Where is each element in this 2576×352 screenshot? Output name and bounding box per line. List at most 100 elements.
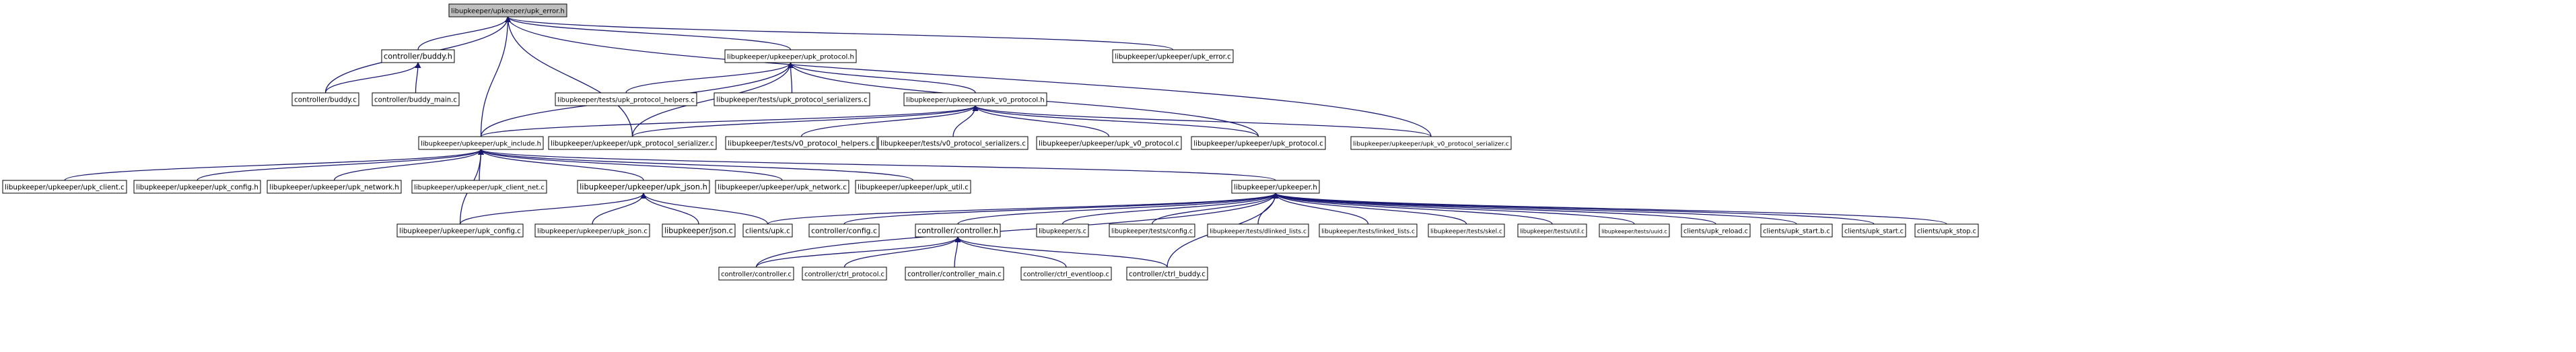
- node-box: [1914, 223, 1979, 238]
- node-box: [808, 223, 880, 238]
- graph-node[interactable]: controller/controller.h: [915, 223, 1001, 238]
- edge-line: [64, 149, 484, 181]
- graph-node[interactable]: libupkeeper/s.c: [1036, 223, 1089, 238]
- graph-node[interactable]: libupkeeper/upkeeper/upk_client_net.c: [411, 180, 547, 194]
- graph-node[interactable]: controller/ctrl_buddy.c: [1126, 267, 1208, 281]
- graph-node[interactable]: libupkeeper/upkeeper/upk_v0_protocol.c: [1036, 136, 1182, 150]
- graph-node[interactable]: controller/config.c: [808, 223, 880, 238]
- graph-node[interactable]: controller/ctrl_protocol.c: [802, 267, 887, 281]
- node-label: controller/ctrl_eventloop.c: [1023, 271, 1109, 279]
- graph-node[interactable]: libupkeeper/upkeeper/upk_config.h: [133, 180, 261, 194]
- graph-node[interactable]: libupkeeper/upkeeper/upk_v0_protocol_ser…: [1350, 136, 1512, 150]
- edge-n8-n14: [972, 105, 1259, 137]
- edge-line: [1272, 192, 1716, 225]
- edge-line: [1272, 192, 1553, 225]
- node-box: [411, 180, 547, 194]
- node-label: libupkeeper/upkeeper/upk_json.h: [580, 182, 707, 192]
- node-box: [381, 49, 455, 63]
- edge-n23-n41: [755, 192, 1279, 268]
- graph-node[interactable]: libupkeeper/upkeeper/upk_include.h: [418, 136, 544, 150]
- node-box: [724, 49, 857, 63]
- graph-node[interactable]: controller/controller.c: [718, 267, 794, 281]
- edge-line: [505, 16, 1174, 50]
- node-label: libupkeeper/tests/upk_protocol_helpers.c: [557, 97, 695, 104]
- node-label: controller/buddy.h: [384, 52, 452, 61]
- graph-node[interactable]: libupkeeper/tests/upk_protocol_serialize…: [713, 92, 870, 106]
- graph-node[interactable]: libupkeeper/tests/linked_lists.c: [1319, 223, 1418, 238]
- edge-line: [415, 62, 421, 94]
- node-label: libupkeeper/tests/linked_lists.c: [1321, 229, 1415, 236]
- node-label: controller/ctrl_buddy.c: [1129, 271, 1206, 279]
- node-label: libupkeeper/tests/config.c: [1111, 228, 1193, 236]
- graph-node[interactable]: controller/buddy.c: [291, 92, 359, 106]
- node-box: [1517, 223, 1587, 238]
- graph-node[interactable]: libupkeeper/upkeeper/upk_v0_protocol.h: [903, 92, 1047, 106]
- node-box: [878, 136, 1029, 150]
- graph-node[interactable]: libupkeeper/tests/dlinked_lists.c: [1207, 223, 1309, 238]
- graph-node[interactable]: libupkeeper/upkeeper/upk_json.c: [534, 223, 650, 238]
- graph-node[interactable]: controller/controller_main.c: [905, 267, 1004, 281]
- graph-node[interactable]: clients/upk.c: [742, 223, 793, 238]
- graph-node[interactable]: libupkeeper/upkeeper/upk_util.c: [855, 180, 971, 194]
- graph-node[interactable]: libupkeeper/upkeeper.h: [1231, 180, 1320, 194]
- graph-node[interactable]: libupkeeper/tests/v0_protocol_helpers.c: [725, 136, 878, 150]
- edge-line: [505, 16, 792, 50]
- edge-n23-n33: [1272, 192, 1369, 225]
- edge-n23-n40: [1272, 192, 1947, 225]
- node-box: [1109, 223, 1195, 238]
- graph-node[interactable]: libupkeeper/upkeeper/upk_client.c: [2, 180, 127, 194]
- node-label: libupkeeper/upkeeper/upk_error.h: [451, 8, 565, 15]
- node-box: [905, 267, 1004, 281]
- graph-node[interactable]: libupkeeper/upkeeper/upk_protocol.c: [1191, 136, 1326, 150]
- graph-node[interactable]: libupkeeper/json.c: [662, 223, 736, 238]
- node-box: [1191, 136, 1326, 150]
- node-box: [2, 180, 127, 194]
- graph-node[interactable]: clients/upk_stop.c: [1914, 223, 1979, 238]
- edge-n0-n3: [505, 16, 1174, 50]
- edge-n9-n17: [197, 149, 484, 181]
- graph-node[interactable]: libupkeeper/tests/util.c: [1517, 223, 1587, 238]
- edge-n2-n8: [788, 62, 976, 94]
- edge-line: [972, 105, 1259, 137]
- graph-node[interactable]: clients/upk_start.b.c: [1760, 223, 1833, 238]
- edge-n8-n10: [631, 105, 979, 137]
- graph-node[interactable]: libupkeeper/tests/skel.c: [1428, 223, 1505, 238]
- graph-node[interactable]: controller/ctrl_eventloop.c: [1020, 267, 1112, 281]
- edge-line: [843, 192, 1279, 225]
- graph-node[interactable]: libupkeeper/upkeeper/upk_protocol.h: [724, 49, 857, 63]
- edge-n29-n44: [954, 236, 1067, 268]
- edge-n23-n35: [1272, 192, 1553, 225]
- graph-node[interactable]: libupkeeper/tests/uuid.c: [1599, 223, 1670, 238]
- edge-n23-n30: [1061, 192, 1279, 225]
- node-label: libupkeeper/upkeeper/upk_config.c: [399, 227, 521, 236]
- root-node[interactable]: libupkeeper/upkeeper/upk_error.h: [448, 3, 567, 17]
- node-label: libupkeeper/tests/skel.c: [1430, 229, 1502, 236]
- node-label: controller/controller.c: [721, 271, 792, 279]
- graph-node[interactable]: libupkeeper/upkeeper/upk_config.c: [396, 223, 524, 238]
- graph-node[interactable]: controller/buddy.h: [381, 49, 455, 63]
- graph-node[interactable]: libupkeeper/upkeeper/upk_network.c: [715, 180, 849, 194]
- node-box: [903, 92, 1047, 106]
- node-label: libupkeeper/tests/v0_protocol_helpers.c: [728, 139, 875, 148]
- edge-n9-n22: [478, 149, 914, 181]
- graph-node[interactable]: clients/upk_start.c: [1842, 223, 1906, 238]
- node-box: [713, 92, 870, 106]
- graph-node[interactable]: libupkeeper/upkeeper/upk_error.c: [1112, 49, 1234, 63]
- graph-node[interactable]: libupkeeper/upkeeper/upk_json.h: [577, 180, 710, 194]
- graph-node[interactable]: libupkeeper/tests/config.c: [1109, 223, 1195, 238]
- edge-line: [788, 62, 976, 94]
- graph-node[interactable]: libupkeeper/tests/upk_protocol_helpers.c: [555, 92, 697, 106]
- node-label: clients/upk_start.b.c: [1763, 228, 1830, 236]
- graph-node[interactable]: clients/upk_reload.c: [1681, 223, 1751, 238]
- node-label: libupkeeper/tests/upk_protocol_serialize…: [716, 96, 868, 104]
- node-box: [534, 223, 650, 238]
- edge-line: [755, 236, 961, 268]
- graph-node[interactable]: controller/buddy_main.c: [372, 92, 460, 106]
- graph-node[interactable]: libupkeeper/tests/v0_protocol_serializer…: [878, 136, 1029, 150]
- edge-n2-n6: [625, 62, 794, 94]
- edge-line: [1272, 192, 1369, 225]
- graph-node[interactable]: libupkeeper/upkeeper/upk_protocol_serial…: [548, 136, 717, 150]
- node-label: libupkeeper/upkeeper/upk_client_net.c: [414, 184, 545, 192]
- node-label: clients/upk_stop.c: [1917, 228, 1976, 236]
- graph-node[interactable]: libupkeeper/upkeeper/upk_network.h: [267, 180, 402, 194]
